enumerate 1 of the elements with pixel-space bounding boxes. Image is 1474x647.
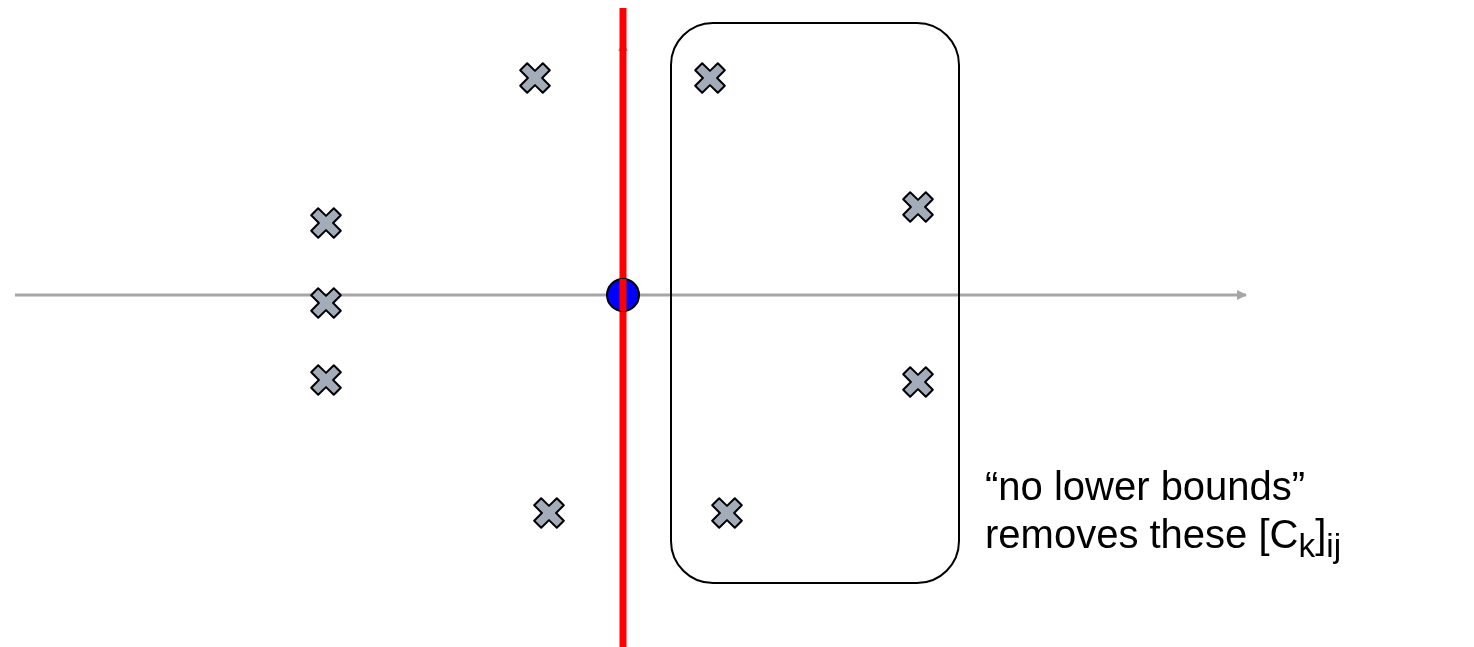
annotation-text: “no lower bounds” removes these [C$_{k}$]$_{ij}$ xyxy=(985,463,1343,566)
